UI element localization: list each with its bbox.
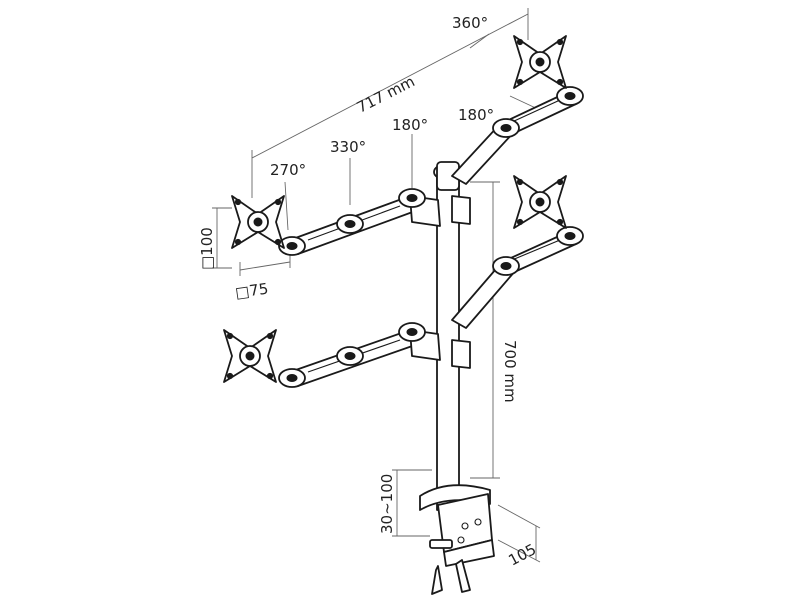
lower-left-arm [223, 322, 441, 388]
clamp-depth-line [497, 539, 541, 563]
rotation-360-label: 360° [452, 14, 488, 32]
pole-height-label: 700 mm [501, 340, 519, 403]
clamp-range-label: 30~100 [378, 474, 396, 534]
vesa-100-label: □100 [198, 227, 216, 270]
width-dimension-line [251, 13, 529, 159]
lower-right-arm [451, 175, 584, 369]
dimension-labels: 360° 717 mm 180° 180° 330° 270° □100 □75… [198, 14, 539, 570]
vesa-75-label: □75 [234, 280, 269, 302]
vesa-75-line [239, 261, 291, 271]
dimension-lines [212, 8, 541, 563]
upper-right-arm [451, 35, 584, 225]
arm-330-label: 330° [330, 138, 366, 156]
arm-180-top-label: 180° [458, 106, 494, 124]
width-717-label: 717 mm [354, 72, 418, 116]
arm-270-label: 270° [270, 161, 306, 179]
desk-clamp [419, 484, 495, 595]
arm-180-mid-label: 180° [392, 116, 428, 134]
upper-left-arm [231, 188, 441, 256]
clamp-depth-label: 105 [505, 540, 539, 569]
